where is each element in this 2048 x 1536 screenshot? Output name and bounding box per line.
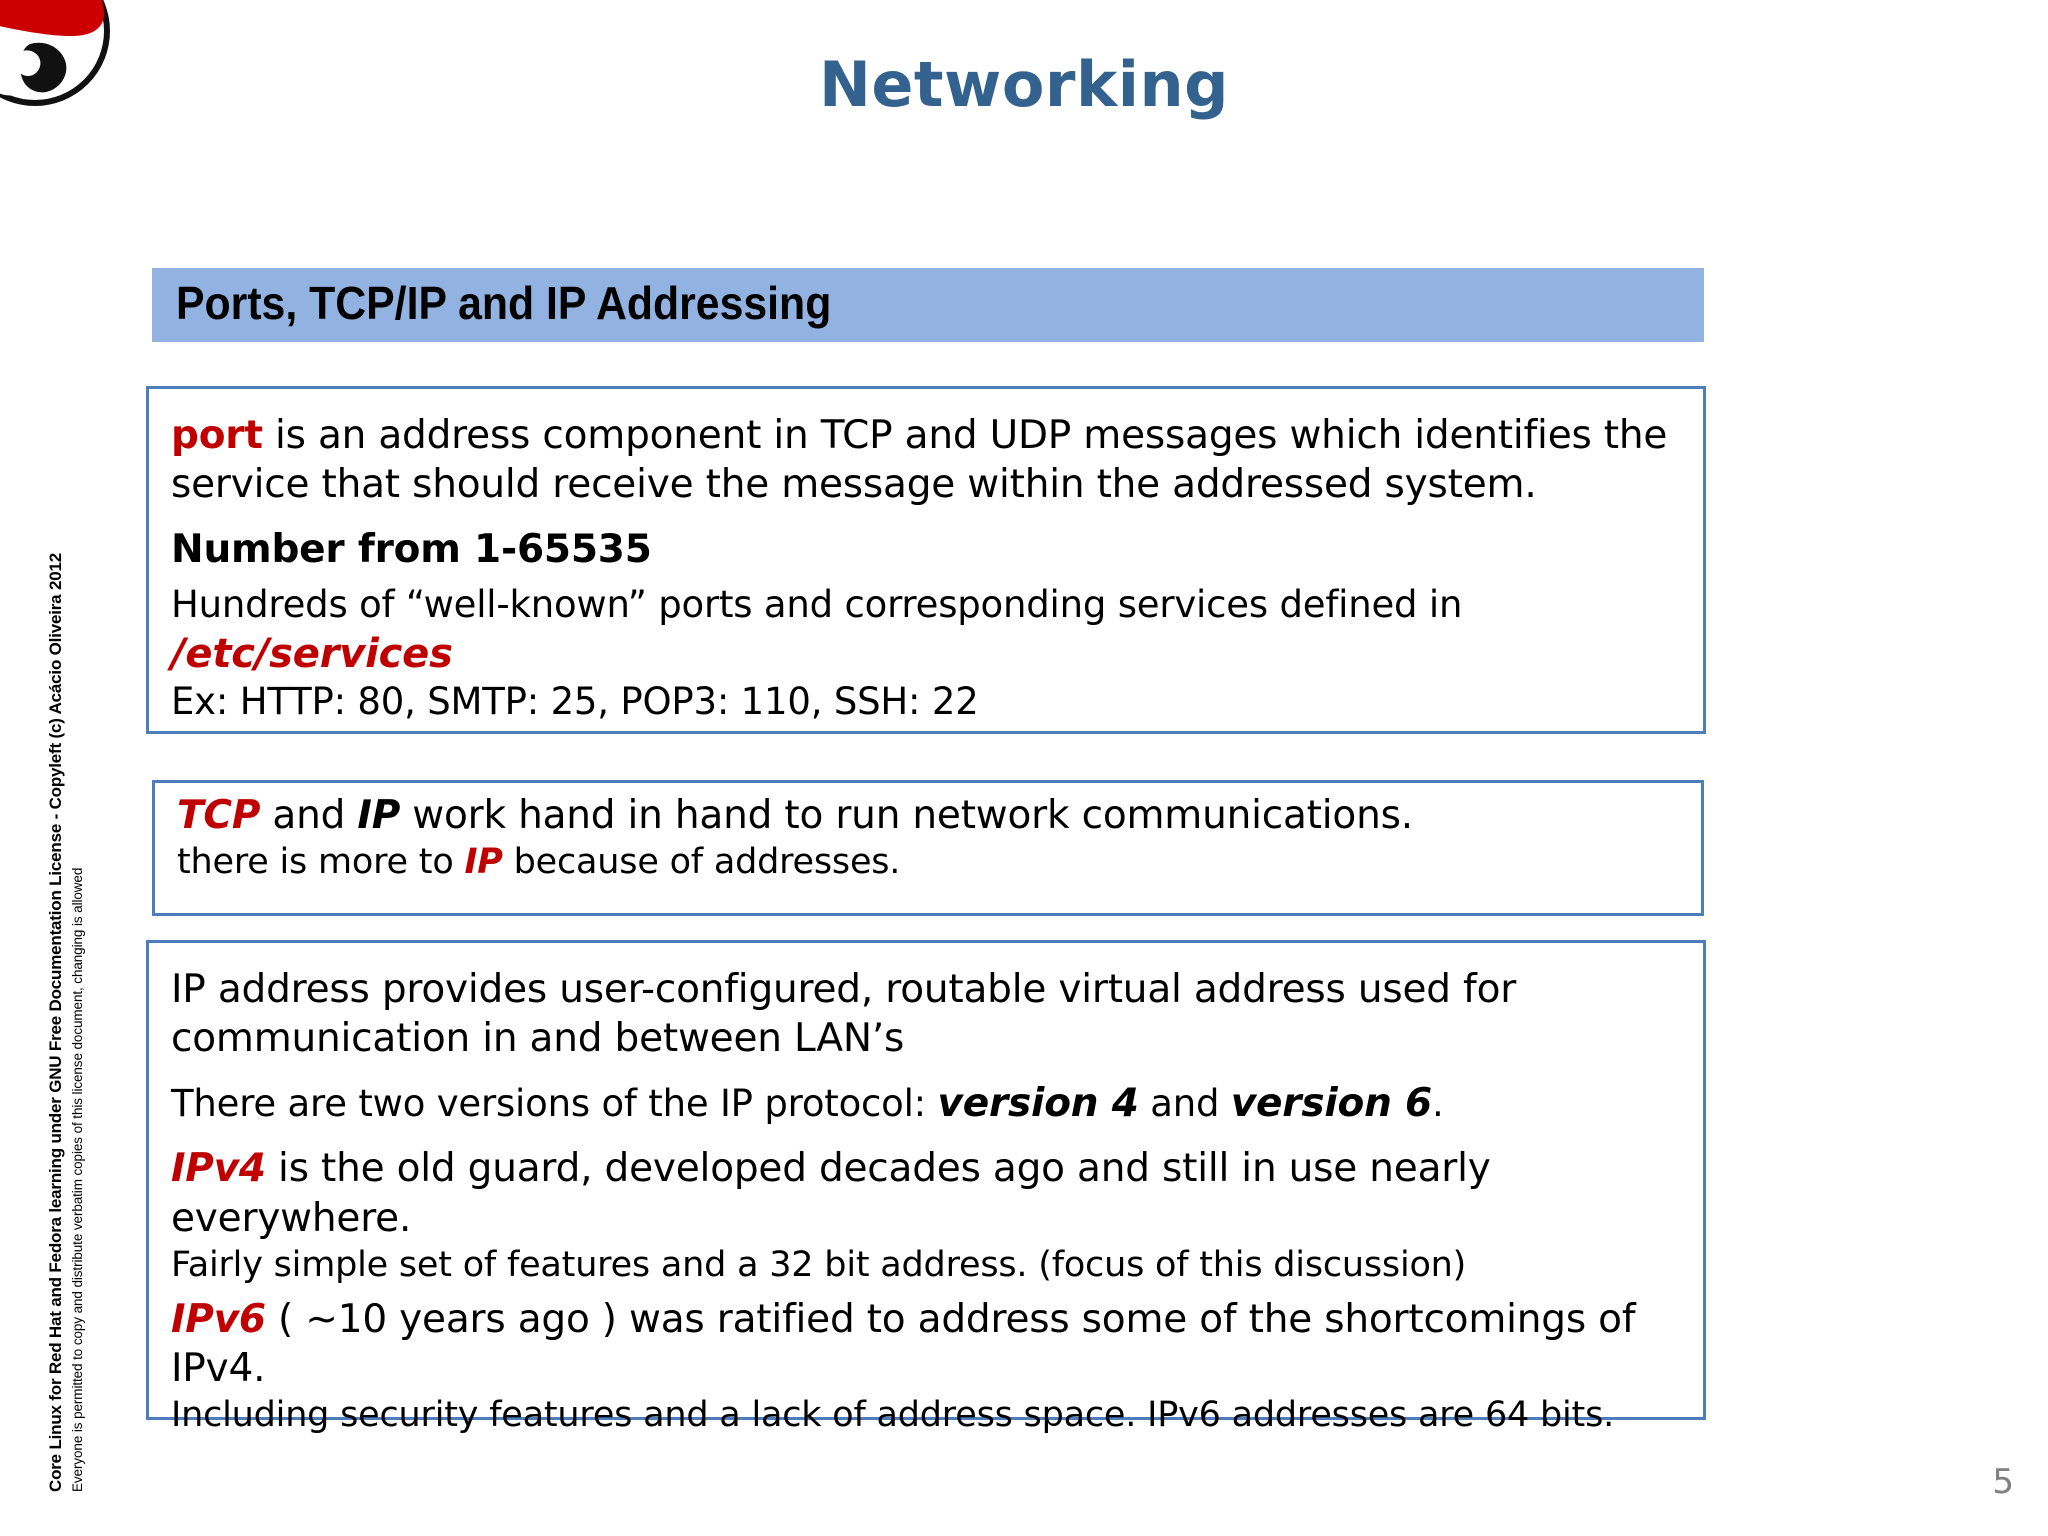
content-box-port: port is an address component in TCP and …	[146, 386, 1706, 734]
keyword-ip: IP	[357, 793, 401, 838]
port-range-heading: Number from 1-65535	[171, 527, 652, 573]
copyright-main-text: Core Linux for Red Hat and Fedora learni…	[46, 553, 65, 1492]
tcp-ip-line-2-post: because of addresses.	[502, 842, 901, 883]
ipv6-detail-line: Including security features and a lack o…	[171, 1394, 1615, 1435]
port-examples-line: Ex: HTTP: 80, SMTP: 25, POP3: 110, SSH: …	[171, 680, 979, 724]
tcp-ip-line-1-rest: work hand in hand to run network communi…	[400, 793, 1413, 838]
ipv4-line: IPv4 is the old guard, developed decades…	[149, 1128, 1703, 1242]
section-banner: Ports, TCP/IP and IP Addressing	[152, 268, 1704, 342]
content-box-ip-addressing: IP address provides user-configured, rou…	[146, 940, 1706, 1435]
keyword-version-6: version 6	[1230, 1081, 1432, 1127]
ipv6-line: IPv6 ( ~10 years ago ) was ratified to a…	[149, 1287, 1703, 1393]
copyright-sub-text: Everyone is permitted to copy and distri…	[70, 867, 85, 1492]
port-definition-text: is an address component in TCP and UDP m…	[171, 413, 1668, 508]
keyword-ip-red: IP	[464, 842, 503, 883]
ip-versions-conjunction: and	[1138, 1082, 1231, 1126]
copyright-sidebar: Core Linux for Red Hat and Fedora learni…	[8, 0, 104, 1536]
ip-versions-post: .	[1432, 1082, 1444, 1126]
ip-address-definition: IP address provides user-configured, rou…	[171, 967, 1517, 1062]
tcp-ip-line-2-pre: there is more to	[177, 842, 465, 883]
tcp-ip-conjunction: and	[260, 793, 358, 838]
section-banner-label: Ports, TCP/IP and IP Addressing	[176, 277, 832, 329]
keyword-port: port	[171, 413, 263, 458]
keyword-ipv6: IPv6	[171, 1296, 266, 1342]
well-known-ports-text: Hundreds of “well-known” ports and corre…	[171, 583, 1463, 627]
red-hat-shadowman-logo	[0, 0, 110, 106]
page-title: Networking	[818, 48, 1230, 121]
tcp-ip-line-2: there is more to IP because of addresses…	[155, 840, 1701, 884]
tcp-ip-line-1: TCP and IP work hand in hand to run netw…	[155, 783, 1701, 840]
port-definition-paragraph: port is an address component in TCP and …	[149, 389, 1703, 509]
etc-services-path: /etc/services	[171, 630, 453, 677]
ip-versions-line: There are two versions of the IP protoco…	[149, 1063, 1703, 1128]
ipv6-description: ( ~10 years ago ) was ratified to addres…	[171, 1296, 1636, 1391]
ipv4-description: is the old guard, developed decades ago …	[171, 1146, 1491, 1241]
keyword-tcp: TCP	[177, 793, 261, 838]
ip-versions-pre: There are two versions of the IP protoco…	[171, 1082, 938, 1126]
ipv4-detail-line: Fairly simple set of features and a 32 b…	[171, 1244, 1467, 1285]
keyword-ipv4: IPv4	[171, 1146, 266, 1192]
page-number: 5	[1992, 1462, 2014, 1502]
content-box-tcp-ip: TCP and IP work hand in hand to run netw…	[152, 780, 1704, 916]
keyword-version-4: version 4	[937, 1081, 1139, 1127]
well-known-ports-line: Hundreds of “well-known” ports and corre…	[149, 574, 1703, 679]
